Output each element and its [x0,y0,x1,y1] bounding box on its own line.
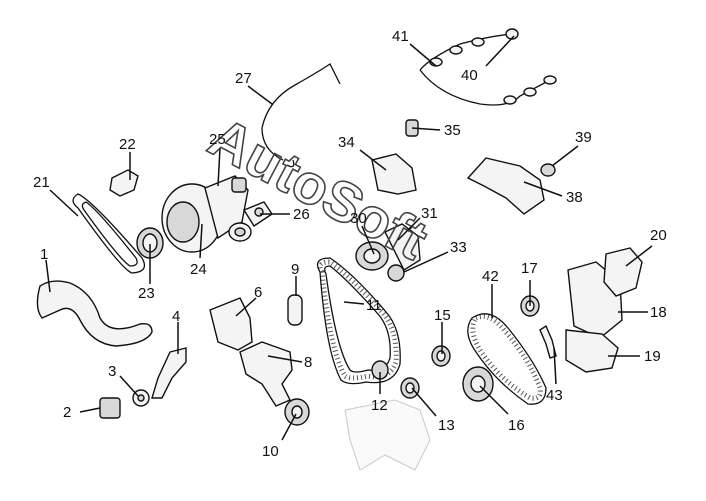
callout-12: 12 [371,397,388,414]
part-10-sprocket [284,398,310,426]
callout-10: 10 [262,443,279,460]
callout-42: 42 [482,268,499,285]
callout-25: 25 [209,131,226,148]
part-25-26-tensioner [228,201,273,242]
part-27-cable [261,63,341,168]
callout-labels: 1 2 3 4 6 8 9 10 11 12 13 15 16 17 18 19… [33,28,667,460]
part-4-arm [151,347,187,399]
callout-30: 30 [350,210,367,227]
part-11-chain [316,257,401,385]
part-34-bracket [371,153,417,195]
part-20-pump [603,247,643,297]
part-8-guide [239,341,293,407]
part-40-41-pipe [419,28,557,106]
callout-39: 39 [575,129,592,146]
callout-26: 26 [293,206,310,223]
part-2-block [99,397,121,419]
part-13-roller [400,377,420,399]
callout-43: 43 [546,387,563,404]
part-42-chain [467,313,547,405]
callout-16: 16 [508,417,525,434]
callout-1: 1 [40,246,48,263]
callout-2: 2 [63,404,71,421]
part-30-31-33-assembly [355,223,421,282]
callout-17: 17 [521,260,538,277]
callout-22: 22 [119,136,136,153]
callout-11: 11 [366,297,382,314]
part-38-cover [466,157,545,215]
callout-4: 4 [172,308,180,325]
callout-35: 35 [444,122,461,139]
callout-33: 33 [450,239,467,256]
part-3-bush [132,389,150,407]
callout-8: 8 [304,354,312,371]
part-9-sleeve [287,294,303,326]
leader-lines [45,35,653,441]
part-39-nut [540,163,556,177]
part-19-plate [565,329,619,373]
callout-38: 38 [566,189,583,206]
callout-13: 13 [438,417,455,434]
part-16-sprocket [462,366,494,402]
callout-34: 34 [338,134,355,151]
callout-31: 31 [421,205,438,222]
callout-9: 9 [291,261,299,278]
callout-3: 3 [108,363,116,380]
callout-23: 23 [138,285,155,302]
part-6-cover [209,297,253,351]
ghost-cover-part [344,399,431,471]
callout-27: 27 [235,70,252,87]
callout-15: 15 [434,307,451,324]
callout-18: 18 [650,304,667,321]
callout-20: 20 [650,227,667,244]
part-15-roller [431,345,451,367]
part-1-hose [36,280,153,347]
callout-24: 24 [190,261,207,278]
callout-21: 21 [33,174,50,191]
part-43-pin [539,324,557,359]
callout-41: 41 [392,28,409,45]
part-21-belt [72,193,146,274]
callout-6: 6 [254,284,262,301]
part-22-bracket [109,169,139,197]
part-24-alternator [161,175,249,253]
callout-40: 40 [461,67,478,84]
callout-19: 19 [644,348,661,365]
